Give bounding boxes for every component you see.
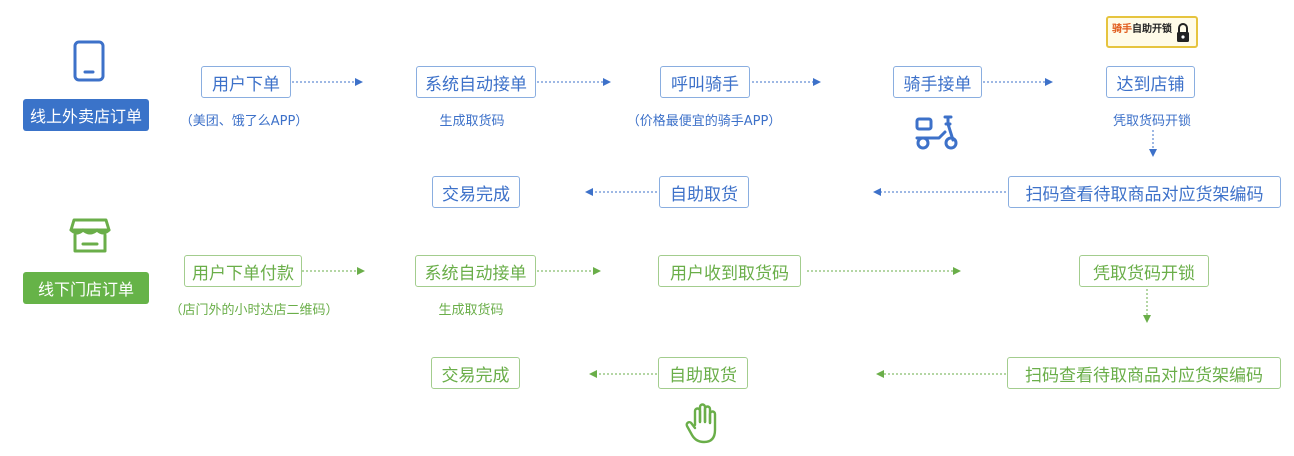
note-auto-accept-offline: 生成取货码 [438,303,504,318]
step-scan-shelf-offline: 扫码查看待取商品对应货架编码 [1007,357,1281,389]
note-user-pay: （店门外的小时达店二维码） [169,303,339,318]
lock-label-title-a: 骑手 [1112,24,1132,35]
step-user-order: 用户下单 [201,66,291,98]
step-scan-shelf: 扫码查看待取商品对应货架编码 [1008,176,1281,208]
step-auto-accept: 系统自动接单 [416,66,536,98]
step-self-pickup: 自助取货 [659,176,749,208]
step-unlock-with-code: 凭取货码开锁 [1079,255,1209,287]
phone-icon [73,40,105,86]
step-user-receive-code: 用户收到取货码 [658,255,801,287]
note-arrive-store: 凭取货码开锁 [1112,114,1192,129]
step-arrive-store: 达到店铺 [1106,66,1195,98]
note-auto-accept: 生成取货码 [439,114,505,129]
step-call-rider: 呼叫骑手 [660,66,750,98]
online-order-badge: 线上外卖店订单 [23,99,149,131]
scooter-icon [913,114,959,156]
step-user-pay: 用户下单付款 [184,255,302,287]
note-call-rider: （价格最便宜的骑手APP） [626,114,782,129]
step-rider-accept: 骑手接单 [893,66,982,98]
rider-lock-label: 骑手自助开锁 [1106,16,1198,48]
store-icon [69,218,111,258]
step-deal-complete-offline: 交易完成 [431,357,520,389]
step-deal-complete: 交易完成 [432,176,520,208]
hand-icon [684,403,722,449]
lock-icon [1176,23,1190,47]
step-auto-accept-offline: 系统自动接单 [415,255,536,287]
step-self-pickup-offline: 自助取货 [658,357,748,389]
note-user-order: （美团、饿了么APP） [179,114,309,129]
lock-label-title-b: 自助开锁 [1132,24,1172,35]
offline-order-badge: 线下门店订单 [23,272,149,304]
